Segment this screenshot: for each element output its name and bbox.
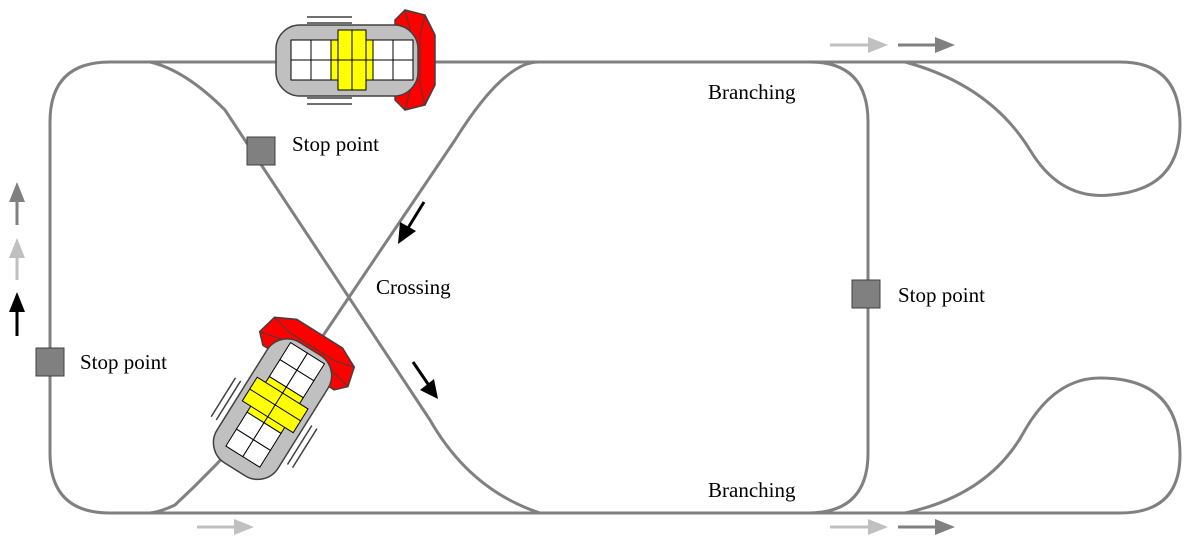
label-crossing: Crossing [376, 275, 451, 299]
arrow-black-diagonal-upper [398, 201, 426, 244]
vehicle-bottom [210, 316, 356, 481]
arrow-black-left-up [9, 292, 25, 336]
arrow-light-bottom-left [197, 519, 254, 535]
label-stop-point-middle: Stop point [292, 132, 379, 156]
label-branching-top: Branching [708, 80, 796, 104]
label-stop-point-right: Stop point [898, 283, 985, 307]
stop-points [35, 136, 881, 377]
arrow-light-left-up [9, 238, 25, 280]
stop-marker-middle [246, 136, 276, 166]
label-stop-point-left: Stop point [80, 350, 167, 374]
bottom-outer-rail [806, 376, 1182, 515]
direction-arrows [9, 37, 955, 535]
stop-marker-right [851, 279, 881, 309]
diagonal-track-b [148, 60, 542, 515]
outer-loop-track [48, 60, 870, 515]
vehicle-top [275, 9, 436, 111]
diagonal-track-a [148, 60, 542, 515]
stop-marker-left [35, 347, 65, 377]
arrow-light-top-right [830, 37, 888, 53]
arrow-dark-bottom-right [898, 519, 955, 535]
label-branching-bottom: Branching [708, 478, 796, 502]
arrow-dark-top-right [898, 37, 955, 53]
arrow-light-bottom-right [830, 519, 888, 535]
arrow-dark-left-up [9, 182, 25, 225]
arrow-black-diagonal-lower [411, 361, 438, 399]
top-outer-rail [808, 60, 1182, 197]
